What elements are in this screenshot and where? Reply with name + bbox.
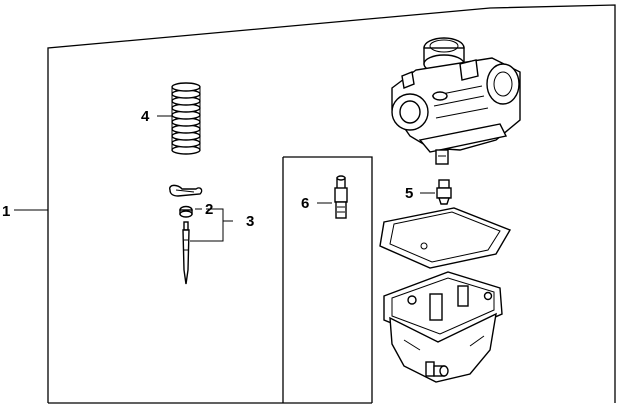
- callout-4-label: 4: [141, 108, 150, 125]
- main-jet-part: [420, 179, 452, 205]
- callout-1: 1: [2, 203, 48, 220]
- jet-needle-part: [169, 184, 233, 285]
- carburetor-body-part: [391, 37, 521, 165]
- callout-1-label: 1: [2, 203, 10, 220]
- float-bowl-gasket-part: [379, 207, 512, 269]
- callout-6-label: 6: [301, 195, 309, 212]
- callout-5-label: 5: [405, 185, 413, 202]
- jet-screw-part: [317, 175, 348, 219]
- kit-boundary: [47, 4, 616, 404]
- callout-3-label: 3: [246, 213, 254, 230]
- callout-2-label: 2: [205, 201, 213, 218]
- spring-part: [157, 82, 201, 155]
- float-bowl-part: [383, 271, 503, 383]
